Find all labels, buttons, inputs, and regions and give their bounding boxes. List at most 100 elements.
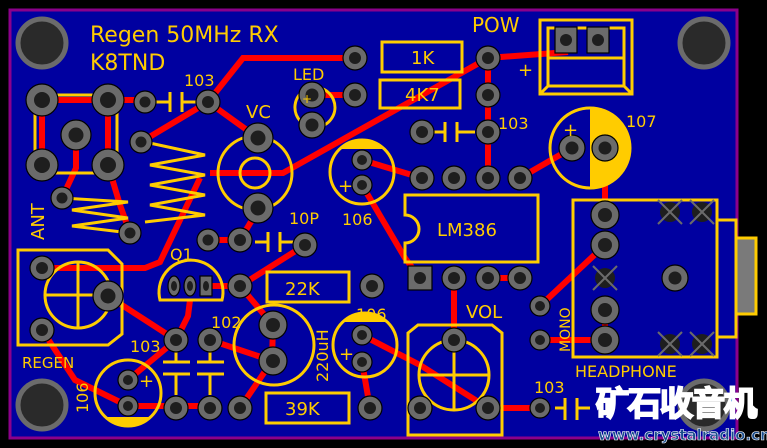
drill-hole	[56, 192, 68, 204]
drill-hole	[535, 335, 545, 345]
drill-hole	[202, 234, 214, 246]
drill-hole	[36, 324, 48, 336]
drill-hole	[36, 262, 48, 274]
drill-hole	[135, 136, 147, 148]
drill-hole	[535, 301, 545, 311]
drill-hole	[448, 334, 460, 346]
drill-hole	[565, 141, 579, 155]
drill-hole	[170, 402, 182, 414]
drill-hole	[668, 271, 682, 285]
label-106-mid-plus: +	[338, 176, 353, 197]
trace	[238, 242, 307, 289]
label-vol: VOL	[466, 302, 502, 323]
drill-hole	[100, 92, 116, 108]
label-106-lower-plus: +	[339, 344, 354, 365]
label-regen: REGEN	[22, 354, 74, 372]
drill-hole	[598, 303, 612, 317]
drill-hole	[414, 272, 426, 284]
drill-hole	[100, 288, 116, 304]
mounting-hole	[15, 16, 69, 70]
trace	[210, 49, 569, 176]
drill-hole	[204, 334, 216, 346]
coil-small-outline	[61, 196, 131, 235]
drill-hole	[202, 96, 214, 108]
drill-hole	[416, 172, 428, 184]
label-led: LED	[293, 65, 324, 84]
drill-hole	[598, 141, 612, 155]
label-103-left: 103	[130, 337, 161, 356]
resistor-1k-outline	[380, 40, 464, 74]
trace	[205, 55, 355, 104]
label-vc: VC	[246, 102, 271, 123]
power-connector-outline	[538, 18, 634, 96]
drill-hole	[514, 172, 526, 184]
drill-hole	[357, 180, 367, 190]
drill-hole	[170, 334, 182, 346]
label-1k: 1K	[411, 48, 435, 69]
drill-hole	[349, 52, 361, 64]
resistor-39k-outline	[264, 391, 351, 425]
label-107: 107	[626, 112, 657, 131]
label-4k7: 4K7	[405, 85, 440, 106]
watermark-url: www.crystalradio.cn	[598, 426, 767, 445]
regen-pot-outline	[16, 248, 124, 347]
drill-hole	[299, 239, 311, 251]
label-102: 102	[211, 313, 242, 332]
drill-hole	[416, 126, 428, 138]
drill-hole	[357, 330, 367, 340]
q1-outline	[157, 258, 225, 302]
drill-hole	[100, 157, 116, 173]
cap-106-lower-outline	[331, 311, 399, 379]
drill-hole	[448, 272, 460, 284]
drill-hole	[34, 157, 50, 173]
drill-hole	[123, 375, 133, 385]
drill-hole	[234, 402, 246, 414]
volume-pot-outline	[406, 323, 504, 437]
label-106-mid: 106	[342, 210, 373, 229]
drill-hole	[482, 172, 494, 184]
drill-hole	[266, 318, 280, 332]
label-pow-plus: +	[518, 60, 533, 81]
mounting-hole	[677, 16, 731, 70]
drill-hole	[357, 155, 367, 165]
resistor-22k-outline	[265, 270, 351, 304]
cap-106-mid-outline	[328, 138, 396, 206]
drill-hole	[598, 238, 612, 252]
drill-hole	[68, 127, 84, 143]
drill-hole	[482, 126, 494, 138]
coil-large-outline	[144, 140, 206, 224]
label-mono: MONO	[558, 307, 574, 352]
drill-hole	[414, 402, 426, 414]
label-lm386: LM386	[437, 220, 497, 241]
label-pow: POW	[472, 13, 520, 37]
drill-hole	[234, 280, 246, 292]
label-q1: Q1	[170, 245, 193, 264]
label-103-top-right: 103	[498, 114, 529, 133]
trace	[237, 284, 277, 410]
drill-hole	[535, 403, 545, 413]
resistor-4k7-outline	[378, 78, 462, 110]
inductor-outline	[232, 303, 316, 387]
drill-hole	[305, 88, 319, 102]
drill-hole	[366, 280, 378, 292]
label-headphone: HEADPHONE	[575, 362, 677, 381]
pads	[25, 26, 715, 421]
label-led-plus: +	[302, 92, 312, 106]
traces	[39, 49, 608, 411]
mounting-hole	[677, 378, 731, 432]
drill-hole	[364, 402, 376, 414]
drill-hole	[514, 272, 526, 284]
trace	[360, 332, 422, 368]
drill-hole	[598, 208, 612, 222]
label-ant: ANT	[28, 202, 49, 240]
board-title: Regen 50MHz RX	[90, 23, 279, 48]
drill-hole	[266, 354, 280, 368]
drill-hole	[139, 96, 151, 108]
drill-hole	[124, 227, 136, 239]
label-103-bottom: 103	[534, 378, 565, 397]
label-22k: 22K	[285, 279, 321, 300]
label-107-plus: +	[563, 120, 578, 141]
drill-hole	[123, 401, 133, 411]
label-106-lower: 106	[356, 305, 387, 324]
